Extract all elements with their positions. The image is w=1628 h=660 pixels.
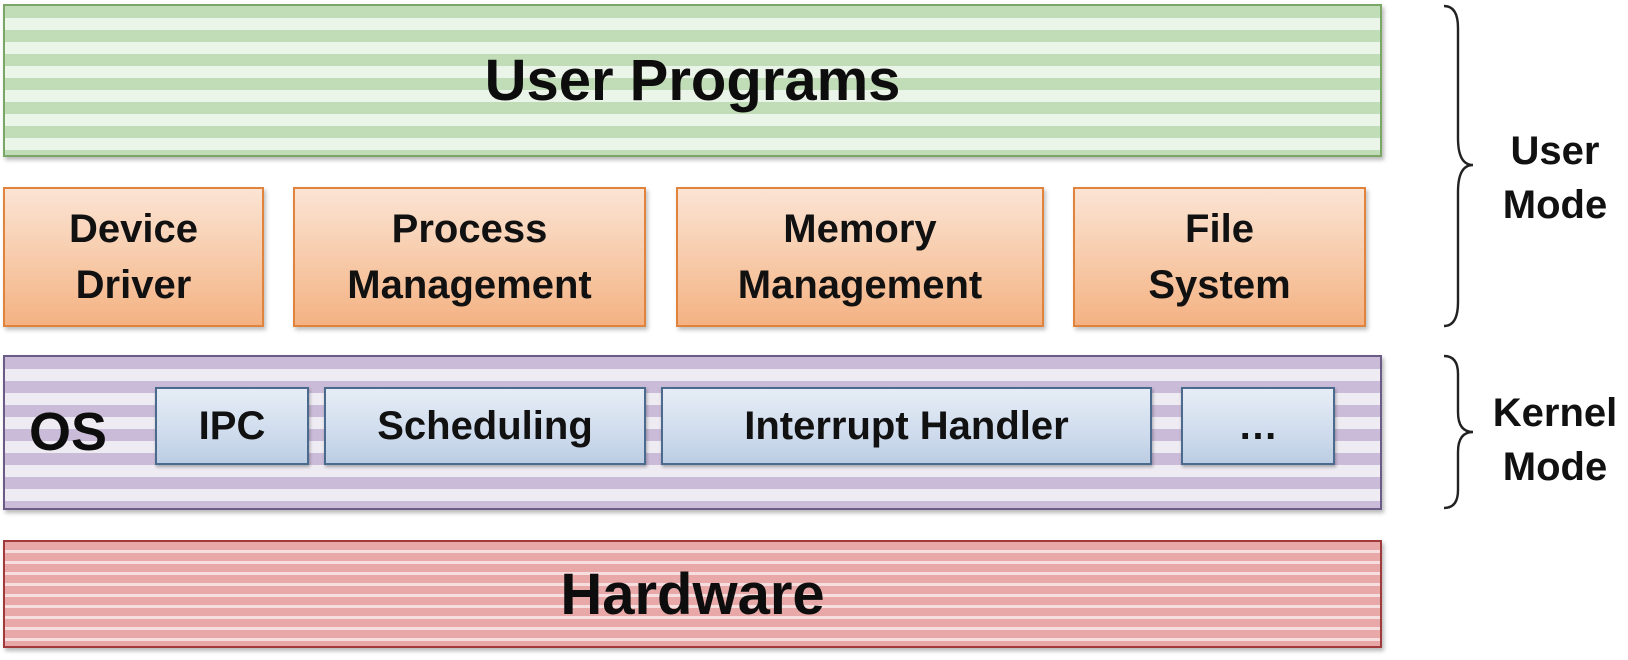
hardware-layer: Hardware xyxy=(3,540,1382,648)
kernel-mode-label-line2: Mode xyxy=(1502,445,1608,489)
scheduling-box: Scheduling xyxy=(324,387,646,465)
interrupt-handler-label: Interrupt Handler xyxy=(744,404,1069,448)
ipc-label: IPC xyxy=(198,404,266,448)
file-system-box: File System xyxy=(1073,187,1366,327)
kernel-mode-label: Kernel Mode xyxy=(1480,386,1628,494)
scheduling-label: Scheduling xyxy=(377,404,593,448)
device-driver-box: Device Driver xyxy=(3,187,264,327)
interrupt-handler-box: Interrupt Handler xyxy=(661,387,1152,465)
memory-management-box: Memory Management xyxy=(676,187,1044,327)
more-components-box: … xyxy=(1181,387,1335,465)
more-components-label: … xyxy=(1238,404,1278,448)
user-mode-brace-icon xyxy=(1443,4,1474,328)
process-management-label-line1: Process xyxy=(391,207,548,251)
kernel-mode-brace-icon xyxy=(1443,354,1474,510)
user-programs-layer: User Programs xyxy=(3,4,1382,157)
user-mode-label-line1: User xyxy=(1510,129,1600,173)
device-driver-label-line1: Device xyxy=(69,207,198,251)
file-system-label-line1: File xyxy=(1185,207,1254,251)
user-mode-label-line2: Mode xyxy=(1502,183,1608,227)
process-management-box: Process Management xyxy=(293,187,646,327)
os-label: OS xyxy=(29,402,108,462)
user-programs-label: User Programs xyxy=(484,48,901,113)
memory-management-label-line2: Management xyxy=(737,263,983,307)
device-driver-label-line2: Driver xyxy=(75,263,192,307)
ipc-box: IPC xyxy=(155,387,309,465)
hardware-label: Hardware xyxy=(560,562,825,627)
kernel-mode-label-line1: Kernel xyxy=(1492,391,1618,435)
memory-management-label-line1: Memory xyxy=(783,207,937,251)
user-mode-label: User Mode xyxy=(1480,124,1628,232)
file-system-label-line2: System xyxy=(1148,263,1291,307)
process-management-label-line2: Management xyxy=(347,263,592,307)
